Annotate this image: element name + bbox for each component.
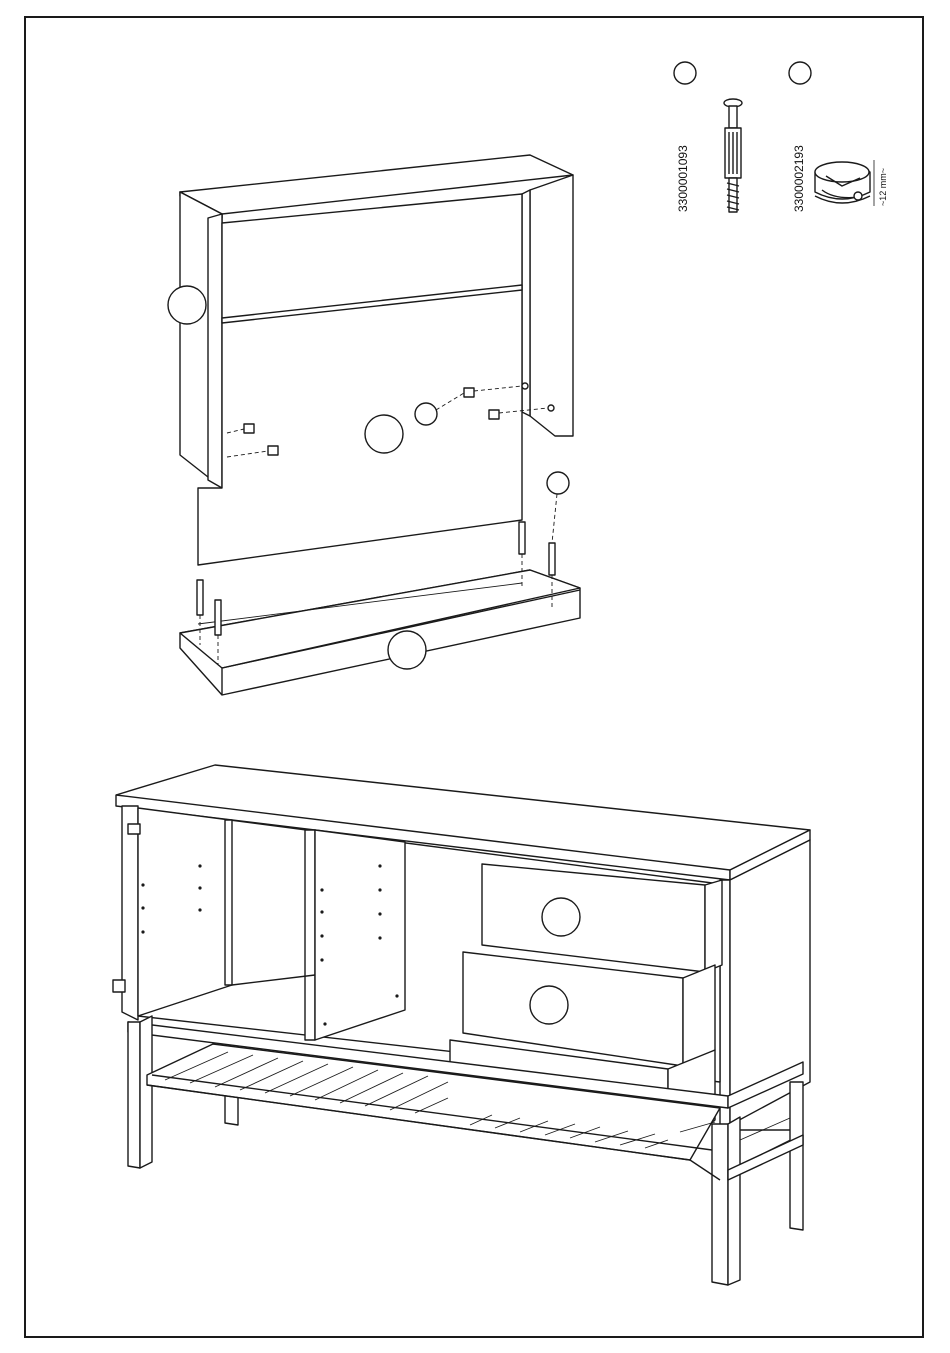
- leg-front-right: [712, 1124, 728, 1285]
- parts-legend: [674, 62, 874, 212]
- hinge-bottom: [113, 980, 125, 992]
- right-side-panel: [530, 175, 573, 436]
- cam-lock-icon: [815, 162, 870, 203]
- callout-left-side: [168, 286, 206, 324]
- dowel-screw-icon: [724, 99, 742, 212]
- cam-dimension-label: ~12 mm~: [878, 168, 888, 206]
- exploded-view: [168, 155, 580, 695]
- part-callout-circle-1: [674, 62, 696, 84]
- callout-cam-lock: [415, 403, 437, 425]
- callout-dowel: [547, 472, 569, 494]
- hinge-top: [128, 824, 140, 834]
- part-code-2: 3300002193: [792, 145, 806, 212]
- leg-front-left: [128, 1022, 140, 1168]
- sideboard-assembled: [113, 765, 810, 1285]
- back-panel: [198, 194, 522, 565]
- callout-bottom-panel: [388, 631, 426, 669]
- part-code-1: 3300001093: [676, 145, 690, 212]
- leg-back-right: [790, 1082, 803, 1230]
- part-callout-circle-2: [789, 62, 811, 84]
- callout-back-panel: [365, 415, 403, 453]
